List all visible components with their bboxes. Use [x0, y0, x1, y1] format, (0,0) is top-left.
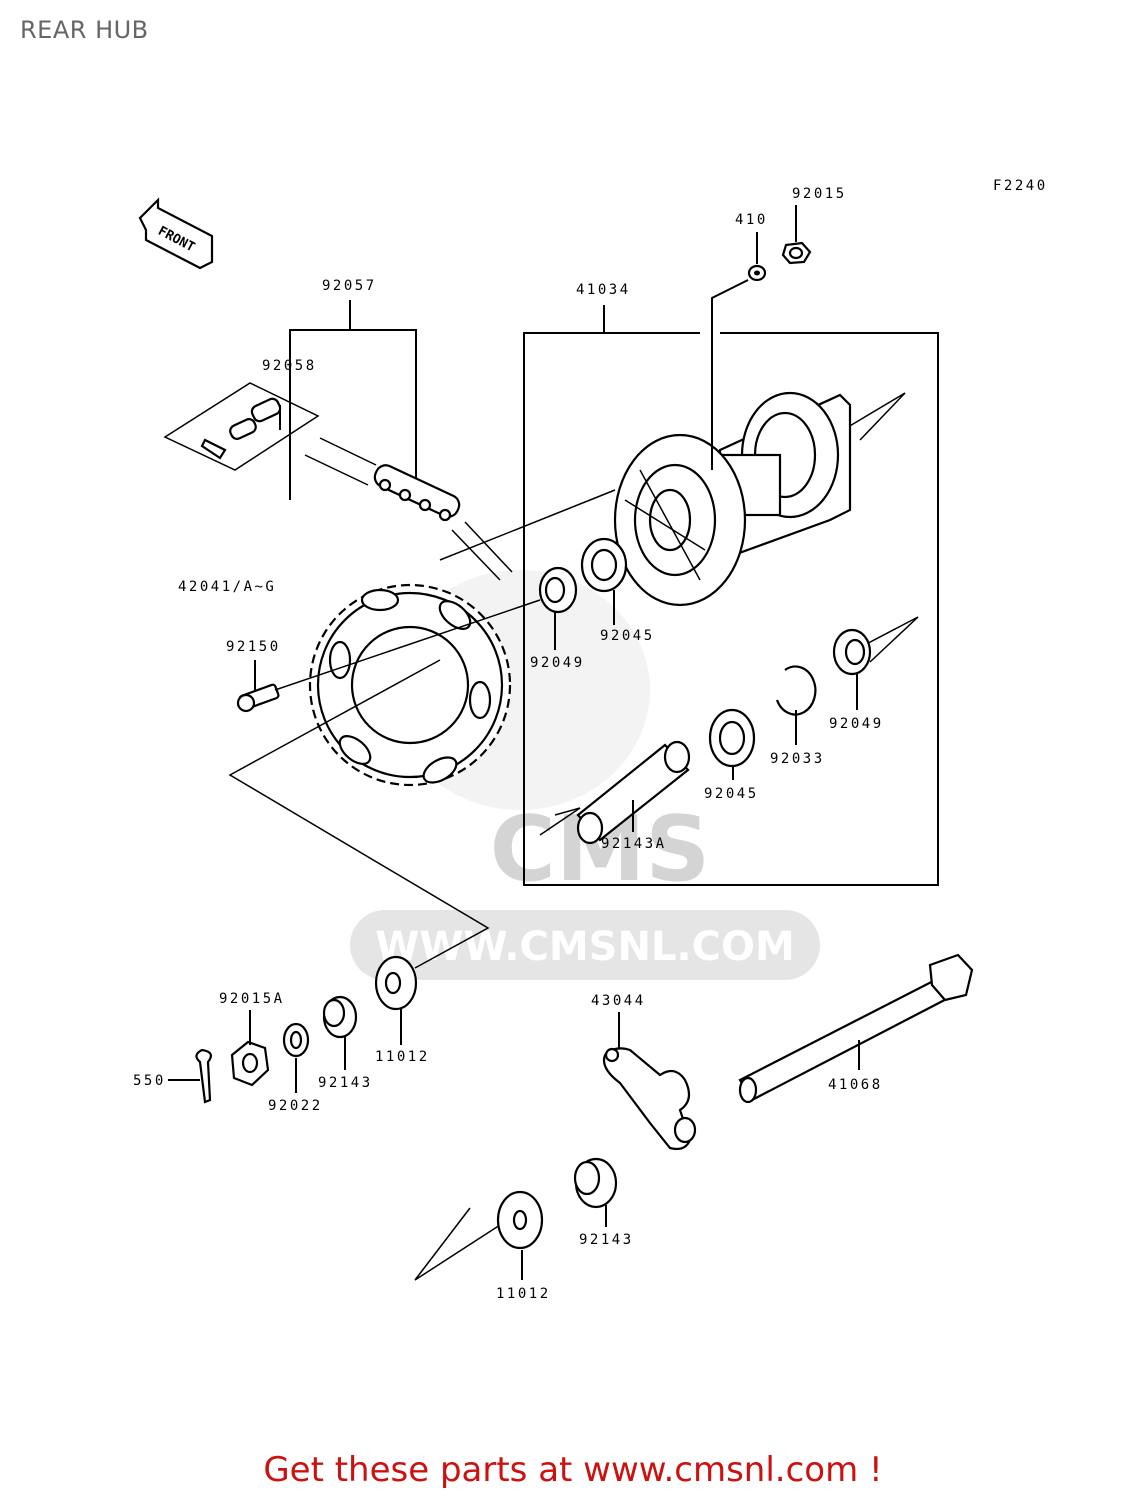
- label-92022: 92022: [268, 1098, 323, 1114]
- label-92143A: 92143A: [601, 836, 667, 852]
- chain-segment: [304, 437, 513, 581]
- label-92058: 92058: [262, 358, 317, 374]
- label-550: 550: [133, 1073, 166, 1089]
- rear-hub: [613, 391, 852, 607]
- washer-410: [747, 232, 767, 282]
- cotter-pin: [168, 1048, 212, 1104]
- bearing-lower: [708, 708, 756, 780]
- nut-92015: [781, 205, 812, 265]
- parts-diagram: CMS WWW.CMSNL.COM FRONT F2240: [133, 178, 1048, 1302]
- hub-assembly-box: [523, 305, 939, 886]
- chain-joint-kit: [163, 382, 320, 471]
- label-92049-upper: 92049: [530, 655, 585, 671]
- footer-promo-link[interactable]: Get these parts at www.cmsnl.com !: [263, 1450, 883, 1490]
- castle-nut: [230, 1010, 270, 1087]
- hub-spacer: [576, 740, 691, 845]
- figure-code: F2240: [993, 178, 1048, 194]
- label-43044: 43044: [591, 993, 646, 1009]
- label-92045-lower: 92045: [704, 786, 759, 802]
- collar-lower: [573, 1157, 618, 1227]
- label-92015A: 92015A: [219, 991, 285, 1007]
- label-11012-upper: 11012: [375, 1049, 430, 1065]
- sprocket: [308, 583, 512, 787]
- label-92143-lower: 92143: [579, 1232, 634, 1248]
- label-410: 410: [735, 212, 768, 228]
- bearing-upper: [580, 537, 628, 625]
- collar-left: [322, 995, 358, 1070]
- oil-seal-right: [832, 628, 872, 710]
- axis-lines: [228, 392, 919, 1281]
- watermark-url: WWW.CMSNL.COM: [375, 924, 795, 970]
- oil-seal-upper: [538, 566, 578, 650]
- circlip: [775, 665, 817, 745]
- label-92045-upper: 92045: [600, 628, 655, 644]
- sprocket-bolt: [236, 660, 280, 713]
- page-title: REAR HUB: [20, 16, 149, 44]
- label-92015: 92015: [792, 186, 847, 202]
- label-92150: 92150: [226, 639, 281, 655]
- label-92143-left: 92143: [318, 1075, 373, 1091]
- label-92057: 92057: [322, 278, 377, 294]
- front-arrow-icon: FRONT: [138, 197, 214, 270]
- chain-adjuster-lower: [496, 1190, 544, 1280]
- caliper-bracket: [602, 1012, 697, 1151]
- label-11012-lower: 11012: [496, 1286, 551, 1302]
- label-41068: 41068: [828, 1077, 883, 1093]
- washer-92022: [282, 1022, 310, 1093]
- label-92049-right: 92049: [829, 716, 884, 732]
- axle: [738, 953, 974, 1104]
- label-41034: 41034: [576, 282, 631, 298]
- chain-bracket: [289, 300, 417, 500]
- label-92033: 92033: [770, 751, 825, 767]
- chain-adjuster-upper: [374, 955, 418, 1045]
- label-42041: 42041/A~G: [178, 579, 276, 595]
- leader-410: [711, 279, 749, 470]
